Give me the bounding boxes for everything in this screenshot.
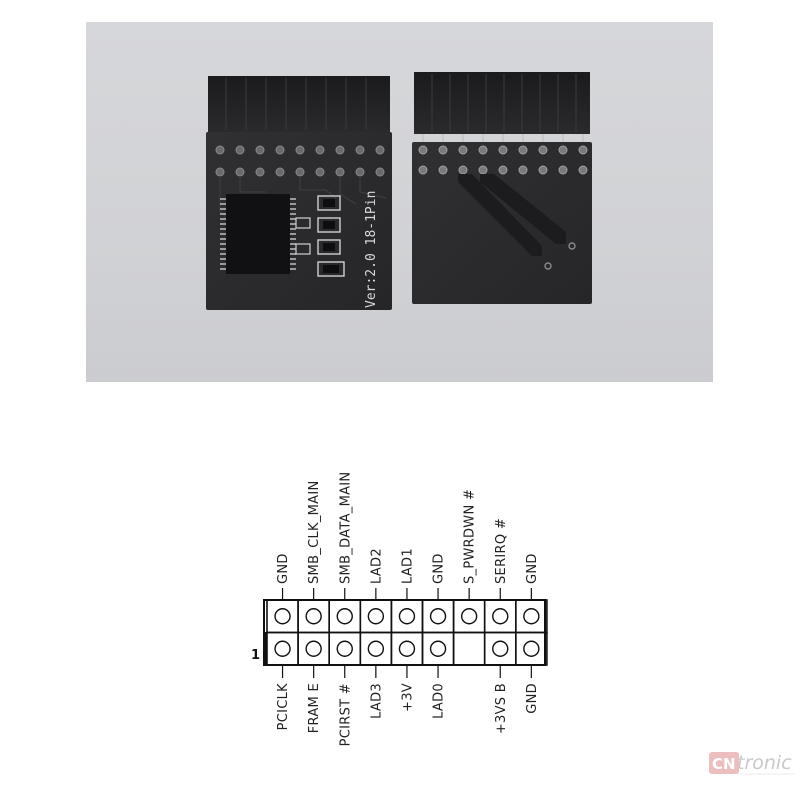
pin-circle [305, 608, 322, 625]
top-pin-label: SMB_DATA_MAIN [338, 472, 353, 584]
front-pad-row [215, 145, 385, 177]
smd-components [295, 195, 345, 277]
module-back-board [412, 72, 592, 304]
back-header-ridges [431, 74, 577, 132]
bottom-pin-label: PCIRST # [338, 683, 353, 746]
pin-circle [460, 608, 478, 625]
bottom-pin-label: LAD3 [369, 683, 384, 719]
bottom-pin-label: PCICLK [276, 683, 291, 731]
bottom-pin-label: LAD0 [432, 683, 447, 719]
board-version-text: Ver:2.0 18-1Pin [364, 191, 379, 308]
pin-one-key [263, 632, 267, 665]
pin-grid [266, 599, 548, 666]
back-wide-traces [458, 174, 566, 256]
bottom-pin-label: +3VS B [494, 683, 509, 734]
pin-circle [274, 640, 291, 657]
pin-circle [492, 608, 509, 625]
pin-one-marker: 1 [251, 648, 260, 663]
front-traces [219, 176, 387, 223]
pin-circle [367, 608, 385, 625]
pin-circle [523, 608, 540, 625]
top-pin-label: SERIRQ # [494, 518, 509, 584]
pin-circle [429, 608, 447, 625]
top-pin-label: S_PWRDWN # [463, 489, 478, 584]
cntronic-watermark: CN tronic [709, 752, 795, 775]
cntronic-logo-icon: CN [709, 752, 739, 774]
chip-legs-right [290, 198, 296, 270]
bottom-pin-label: GND [525, 683, 540, 714]
module-front-board: Ver:2.0 18-1Pin [206, 76, 392, 310]
tpm-chip [226, 194, 290, 274]
watermark-logo-letters: CN [712, 755, 736, 773]
top-pin-label: LAD2 [369, 548, 384, 584]
module-photo-drawing: Ver:2.0 18-1Pin [206, 72, 592, 310]
pin-circle [274, 608, 291, 625]
front-pin-header [208, 76, 390, 132]
front-header-ridges [225, 78, 367, 130]
chip-legs-left [220, 198, 226, 270]
top-pin-label: LAD1 [400, 548, 415, 584]
bottom-row-labels: PCICLK FRAM E PCIRST # LAD3 +3V LAD0 +3VS B GND [276, 665, 540, 746]
top-pin-label: GND [276, 553, 291, 584]
pin-circle [305, 640, 322, 657]
pin-circle [336, 608, 353, 625]
pin-circle [336, 640, 353, 657]
pin-cell [452, 631, 486, 666]
back-pin-header [414, 72, 590, 134]
top-pin-label: GND [525, 553, 540, 584]
pin-circle [523, 640, 540, 657]
top-pin-label: SMB_CLK_MAIN [307, 481, 322, 585]
top-pin-label: GND [432, 553, 447, 584]
watermark-brand: tronic [737, 752, 792, 774]
back-vias [544, 242, 576, 270]
back-pad-row [418, 145, 588, 175]
pin-circle [429, 640, 447, 657]
pin-circle [367, 640, 385, 657]
bottom-pin-label: FRAM E [307, 683, 322, 733]
pin-circle [492, 640, 509, 657]
top-row-labels: GND SMB_CLK_MAIN SMB_DATA_MAIN LAD2 LAD1 GND S… [276, 472, 540, 600]
module-photo: Ver:2.0 18-1Pin [86, 22, 713, 382]
bottom-pin-label: +3V [400, 683, 415, 712]
pin-circle [398, 608, 416, 625]
pin-circle [398, 640, 416, 657]
